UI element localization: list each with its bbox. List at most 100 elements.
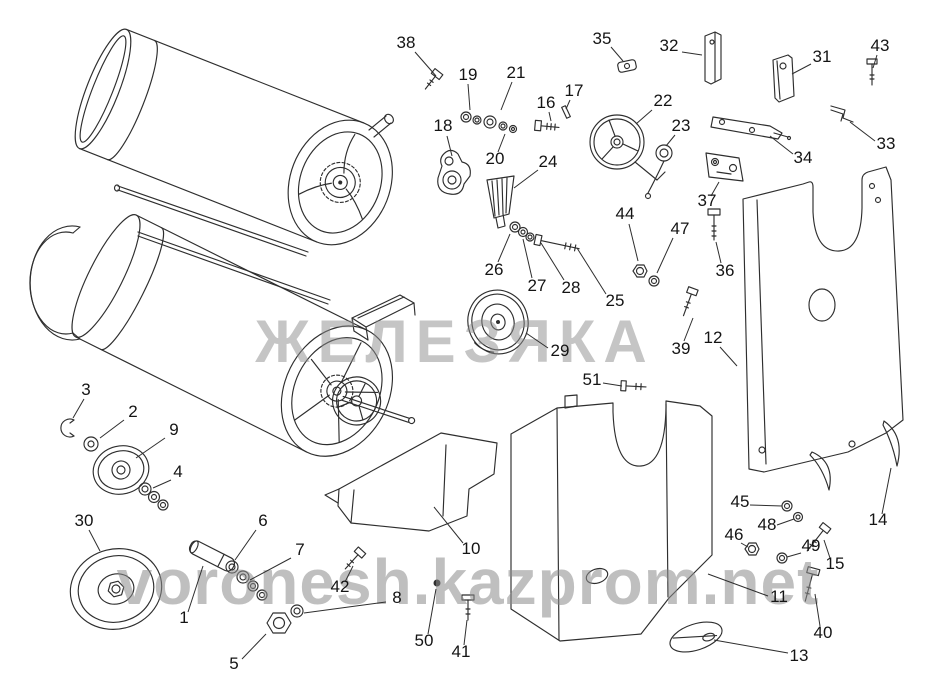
leader-line-35 — [610, 46, 624, 62]
leader-line-28 — [540, 242, 565, 281]
part-label-21: 21 — [507, 63, 526, 82]
c-clip-3 — [60, 418, 75, 438]
part-label-30: 30 — [75, 511, 94, 530]
lever-23 — [644, 144, 673, 200]
cap-13 — [669, 621, 723, 653]
part-label-44: 44 — [616, 204, 635, 223]
part-label-50: 50 — [415, 631, 434, 650]
part-label-12: 12 — [704, 328, 723, 347]
part-label-45: 45 — [731, 492, 750, 511]
part-label-46: 46 — [725, 525, 744, 544]
upper-drum-rod — [113, 184, 309, 257]
part-label-40: 40 — [814, 623, 833, 642]
leader-line-15 — [823, 539, 831, 559]
part-label-34: 34 — [794, 148, 813, 167]
lower-drum-rod — [137, 231, 331, 305]
nut-46 — [744, 542, 760, 556]
part-label-5: 5 — [229, 654, 238, 673]
leader-line-25 — [576, 247, 607, 295]
leader-line-38 — [414, 51, 437, 77]
part-label-43: 43 — [871, 36, 890, 55]
leader-line-10 — [433, 506, 464, 544]
leader-line-34 — [769, 135, 794, 155]
side-panel-12 — [742, 166, 904, 473]
pulley-29 — [467, 289, 529, 355]
washer-45 — [781, 500, 793, 512]
leader-line-13 — [713, 639, 789, 654]
cone-24 — [486, 175, 515, 229]
bolt-15 — [806, 522, 832, 552]
washer-8 — [290, 604, 304, 618]
lower-drum-frame — [351, 294, 416, 341]
leader-line-45 — [749, 504, 783, 507]
part-label-3: 3 — [81, 380, 90, 399]
leader-line-22 — [635, 109, 653, 125]
part-label-25: 25 — [606, 291, 625, 310]
crescent-cover-14 — [882, 420, 900, 467]
leader-lines — [72, 46, 892, 660]
leader-line-33 — [849, 121, 876, 142]
leader-line-9 — [135, 437, 166, 459]
part-label-41: 41 — [452, 642, 471, 661]
part-label-14: 14 — [869, 510, 888, 529]
part-label-11: 11 — [770, 587, 788, 606]
washer-row-19-20-21 — [460, 111, 518, 134]
leader-line-44 — [628, 223, 639, 262]
bolt-43 — [866, 58, 878, 86]
leader-line-30 — [88, 529, 101, 552]
leader-line-29 — [525, 332, 549, 349]
part-label-51: 51 — [583, 370, 602, 389]
part-label-28: 28 — [562, 278, 581, 297]
leader-line-24 — [513, 169, 539, 189]
leader-line-18 — [446, 135, 453, 157]
bracket-34 — [710, 116, 792, 141]
leader-line-47 — [656, 237, 674, 274]
lower-drum-crank — [340, 395, 416, 425]
part-label-10: 10 — [462, 539, 481, 558]
washer-49 — [776, 552, 788, 564]
leader-line-39 — [683, 317, 694, 342]
bolt-51 — [620, 380, 647, 392]
leader-line-11 — [707, 573, 769, 597]
washer-48 — [792, 511, 804, 523]
leader-line-49 — [786, 552, 802, 558]
bolt-40 — [804, 566, 821, 602]
part-label-38: 38 — [397, 33, 416, 52]
washer-row-26-27-28 — [509, 221, 535, 242]
part-label-36: 36 — [716, 261, 735, 280]
part-label-2: 2 — [128, 402, 137, 421]
bracket-18 — [437, 149, 471, 195]
part-label-42: 42 — [331, 577, 350, 596]
leader-line-19 — [467, 83, 471, 111]
leader-line-42 — [344, 565, 354, 583]
leader-line-48 — [776, 518, 795, 526]
part-label-37: 37 — [698, 191, 717, 210]
leader-line-20 — [497, 133, 506, 153]
shaft-1 — [188, 540, 236, 572]
washer-47 — [648, 275, 660, 287]
washer-row-4 — [138, 482, 169, 511]
lower-drum-band — [29, 225, 81, 341]
bolt-42 — [344, 546, 367, 570]
part-label-6: 6 — [258, 511, 267, 530]
leader-line-36 — [715, 241, 722, 264]
part-label-33: 33 — [877, 134, 896, 153]
bracket-32 — [704, 31, 722, 85]
leader-line-32 — [681, 51, 703, 56]
upper-drum-shaft-stub — [368, 113, 394, 138]
watermark-bottom: voronesh.kazprom.net — [117, 546, 820, 618]
leader-line-1 — [187, 565, 204, 613]
clip-33 — [830, 105, 854, 123]
bolt-36 — [707, 208, 721, 241]
diagram-art — [29, 28, 904, 653]
part-label-39: 39 — [672, 339, 691, 358]
part-label-17: 17 — [565, 81, 584, 100]
bracket-37 — [705, 152, 744, 182]
leader-line-31 — [791, 63, 812, 75]
leader-line-23 — [665, 134, 676, 147]
leader-line-21 — [500, 81, 513, 111]
plate-31 — [772, 54, 795, 103]
washer-row-6-7 — [225, 560, 268, 601]
